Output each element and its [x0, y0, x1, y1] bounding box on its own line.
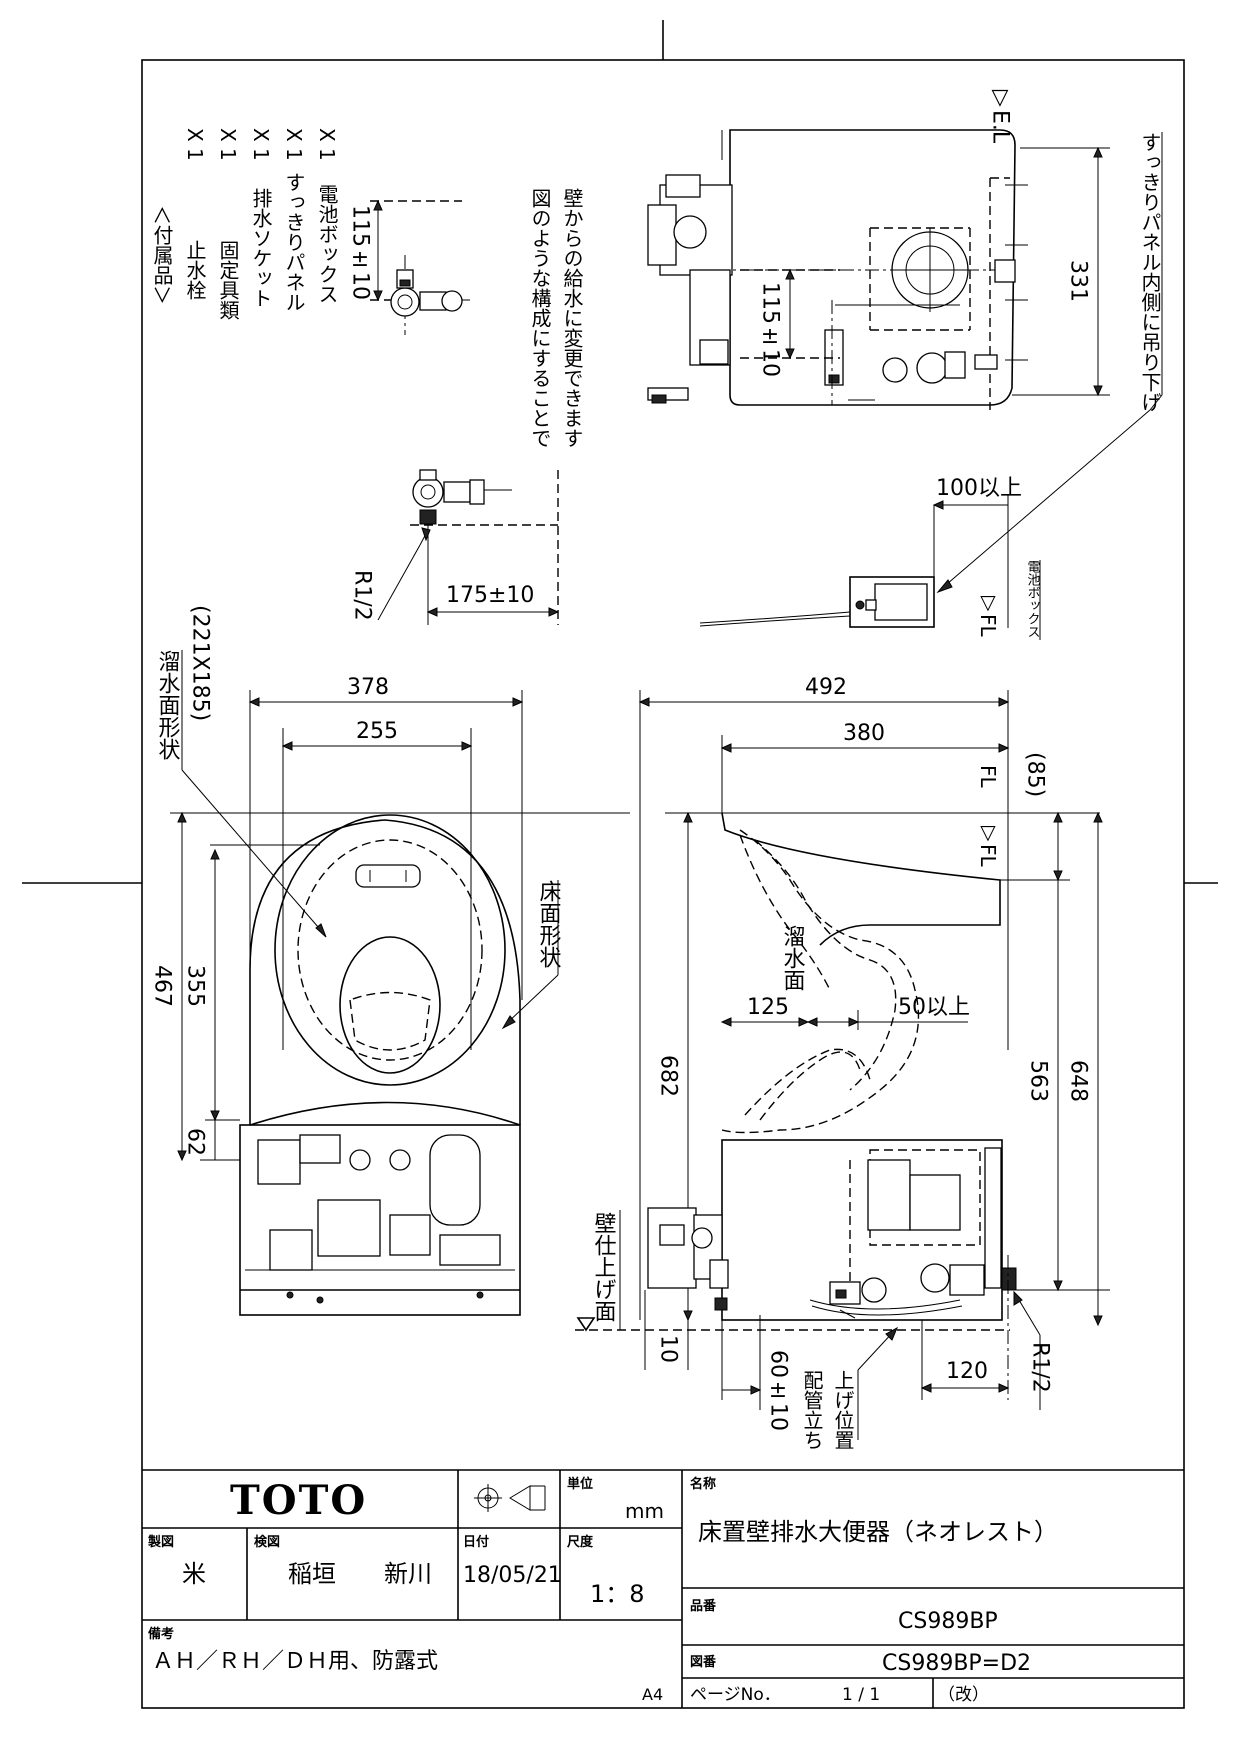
- hang-note: すっきりパネル内側に吊り下げ: [1138, 132, 1162, 412]
- drawn-by: 米: [182, 1560, 206, 1588]
- projection-symbol: [474, 1484, 546, 1512]
- back-view: 115±10 331 ▽E.L すっきりパネル内側に吊り下げ: [647, 85, 1163, 594]
- scale-value: 1：8: [590, 1580, 645, 1608]
- accessory-qty-4: X 1: [282, 128, 306, 161]
- rim-shape-label: 溜水面形状: [155, 650, 181, 760]
- dim-380: 380: [843, 721, 885, 746]
- accessory-name-3: 排水ソケット: [249, 188, 273, 308]
- part-no-value: CS989BP: [898, 1609, 998, 1634]
- pipe-position-label-2: 上げ位置: [831, 1370, 855, 1450]
- sheet-frame: [22, 20, 1218, 1709]
- accessories-list: ＜付属品＞ 止水栓 固定具類 排水ソケット すっきりパネル 電池ボックス X 1…: [150, 128, 339, 320]
- dim-115-top: 115±10: [348, 205, 373, 300]
- remarks-label: 備考: [148, 1626, 174, 1642]
- pipe-position-label-1: 配管立ち: [800, 1370, 824, 1450]
- checked-by-1: 稲垣: [288, 1560, 336, 1588]
- page-value: 1 / 1: [842, 1685, 880, 1705]
- name-label: 名称: [690, 1476, 716, 1492]
- fl-level-small: ▽FL: [976, 590, 1000, 638]
- battery-box-label: 電池ボックス: [1025, 560, 1041, 638]
- dim-175: 175±10: [446, 583, 534, 608]
- rim-size-label: (221X185): [188, 605, 213, 721]
- title-block: TOTO 単位 mm 名称 床置壁排水大便器（ネオレスト） 製図 米 検図 稲垣…: [142, 1469, 1184, 1708]
- unit-label: 単位: [567, 1476, 593, 1492]
- fl-level-side: FL: [976, 765, 1000, 789]
- date-label: 日付: [463, 1534, 489, 1550]
- accessory-name-5: 電池ボックス: [315, 184, 339, 304]
- revision-label: （改）: [938, 1685, 989, 1705]
- dim-492: 492: [805, 675, 847, 700]
- date-value: 18/05/21: [463, 1563, 562, 1588]
- dim-60: 60±10: [766, 1350, 791, 1431]
- dim-378: 378: [347, 675, 389, 700]
- dim-682: 682: [656, 1055, 681, 1097]
- plan-view: 溜水面形状 (221X185) 378 255 467 355 62: [150, 605, 630, 1316]
- dim-120: 120: [946, 1359, 988, 1384]
- accessory-qty-1: X 1: [183, 128, 207, 161]
- dim-331: 331: [1066, 260, 1091, 302]
- dim-255: 255: [356, 719, 398, 744]
- dim-85: (85): [1023, 752, 1048, 797]
- dim-115-back: 115±10: [758, 282, 783, 377]
- dim-355: 355: [183, 965, 208, 1007]
- page-label: ページNo．: [690, 1685, 781, 1705]
- el-level: ▽E.L: [988, 85, 1013, 144]
- accessory-name-2: 固定具類: [216, 240, 240, 320]
- part-no-label: 品番: [690, 1598, 717, 1614]
- drawing-no-value: CS989BP=D2: [882, 1651, 1031, 1676]
- stop-valve-detail-middle: R1/2 175±10: [350, 469, 560, 625]
- accessory-qty-2: X 1: [216, 128, 240, 161]
- fl-level-side-tri: ▽FL: [976, 820, 1000, 868]
- wall-finish-label: 壁仕上げ面: [591, 1212, 617, 1322]
- dim-50-min: 50以上: [898, 995, 970, 1020]
- dim-648: 648: [1066, 1060, 1091, 1102]
- wall-supply-note-2: 壁からの給水に変更できます: [560, 188, 584, 448]
- accessory-name-1: 止水栓: [183, 240, 207, 300]
- stop-valve-icon-top: [385, 255, 470, 335]
- water-surface-label: 溜水面: [780, 925, 806, 991]
- stop-valve-detail-top: 115±10: [348, 199, 470, 335]
- accessory-qty-3: X 1: [249, 128, 273, 161]
- toto-logo: TOTO: [230, 1477, 367, 1524]
- dim-100-min: 100以上: [936, 476, 1022, 501]
- accessory-name-4: すっきりパネル: [282, 172, 306, 312]
- checked-label: 検図: [254, 1534, 280, 1550]
- wall-supply-note-1: 図のような構成にすることで: [528, 188, 552, 448]
- accessories-header: ＜付属品＞: [150, 205, 174, 305]
- dim-10: 10: [656, 1335, 681, 1363]
- side-view: 492 380 FL ▽FL (85) 563 648 682 溜水面: [575, 675, 1110, 1450]
- unit-value: mm: [625, 1499, 664, 1523]
- floor-shape-label: 床面形状: [536, 880, 562, 968]
- remarks-value: ＡＨ／ＲＨ／ＤＨ用、防露式: [152, 1649, 438, 1674]
- dim-125: 125: [747, 995, 789, 1020]
- drawn-label: 製図: [147, 1534, 174, 1550]
- scale-label: 尺度: [567, 1534, 594, 1550]
- drawing-no-label: 図番: [690, 1654, 717, 1670]
- paper-size: A4: [642, 1685, 663, 1704]
- battery-box-detail: 100以上 ▽FL 電池ボックス: [699, 476, 1041, 640]
- product-name: 床置壁排水大便器（ネオレスト）: [698, 1518, 1058, 1546]
- r12-label-middle: R1/2: [350, 570, 375, 621]
- checked-by-2: 新川: [384, 1560, 432, 1588]
- dim-467: 467: [150, 965, 175, 1007]
- accessory-qty-5: X 1: [315, 128, 339, 161]
- dim-563: 563: [1026, 1060, 1051, 1102]
- dim-62: 62: [183, 1128, 208, 1156]
